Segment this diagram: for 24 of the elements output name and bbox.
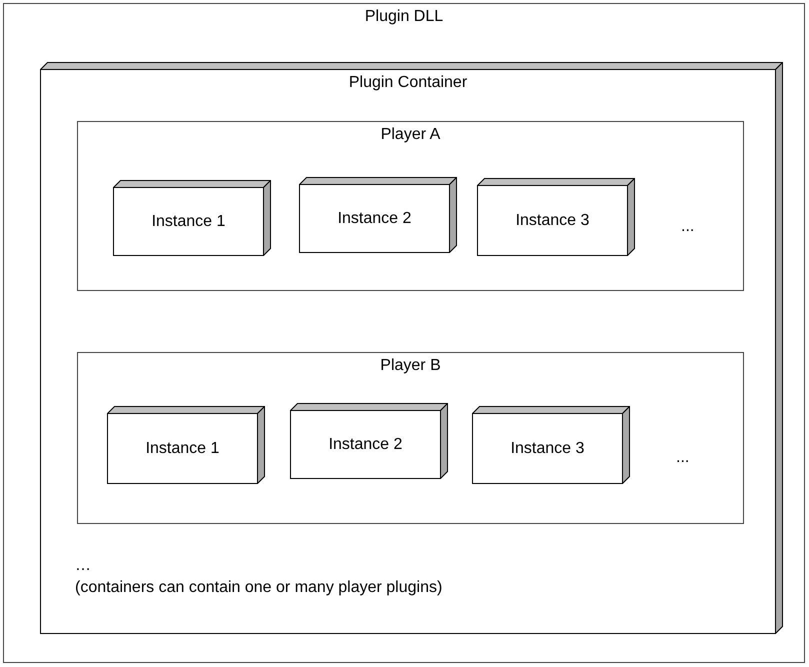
ellipsis-text: ... [681, 217, 694, 237]
box-heading: Player A [380, 125, 440, 145]
instance-box [477, 178, 635, 256]
instance-label: Instance 3 [516, 210, 590, 230]
box-heading: Plugin DLL [364, 7, 444, 27]
instance-label: Instance 3 [510, 438, 584, 458]
instance-label: Instance 2 [328, 434, 402, 454]
ellipsis-text: … [75, 556, 91, 576]
note-text: (containers can contain one or many player plugins) [75, 578, 442, 598]
box-heading: Plugin Container [348, 73, 468, 93]
instance-box [107, 406, 265, 484]
instance-box [113, 180, 271, 256]
container-box [40, 62, 783, 634]
instance-box [299, 177, 457, 253]
box-heading: Player B [380, 356, 441, 376]
instance-label: Instance 2 [338, 208, 412, 228]
player-box [77, 121, 744, 291]
player-box [77, 352, 744, 524]
instance-label: Instance 1 [146, 438, 220, 458]
instance-box [472, 406, 630, 484]
instance-label: Instance 1 [152, 212, 226, 232]
ellipsis-text: ... [676, 448, 690, 468]
dll-box [3, 3, 805, 663]
instance-box [290, 403, 448, 479]
